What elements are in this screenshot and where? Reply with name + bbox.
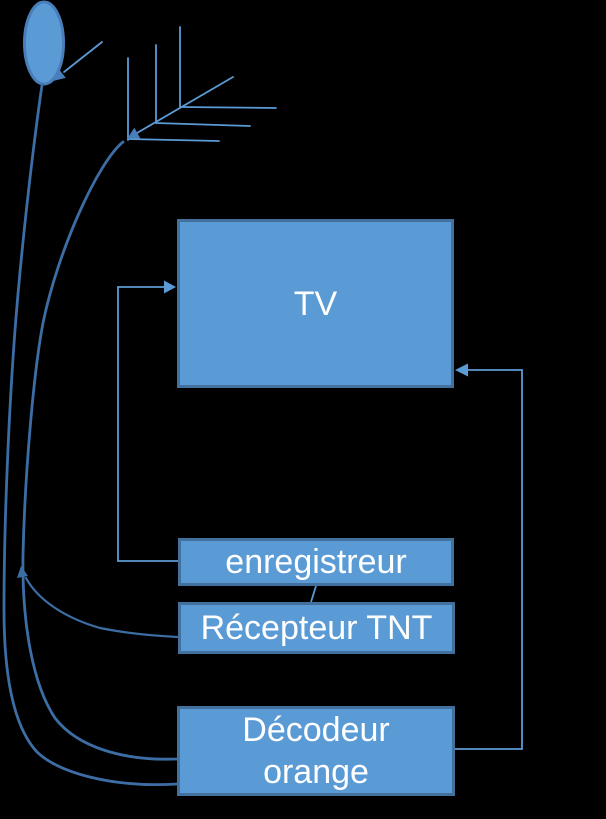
enregistreur-node: enregistreur: [178, 538, 454, 586]
antenna-cable-line: [21, 140, 179, 761]
decodeur-orange-node: Décodeur orange: [177, 706, 455, 796]
tv-node: TV: [177, 219, 454, 388]
decodeur-orange-node-label-line2: orange: [263, 753, 369, 791]
antenna-signal-arrowhead: [127, 127, 141, 139]
satellite-signal-arrow: [53, 41, 103, 81]
recepteur-tnt-node-label: Récepteur TNT: [200, 609, 433, 647]
tv-antenna-icon: [127, 26, 277, 142]
decodeur-tv-connector: [454, 363, 523, 750]
dish-cable-line: [2, 83, 179, 786]
satellite-dish-icon: [23, 0, 65, 86]
tv-node-label: TV: [293, 284, 338, 323]
enregistreur-node-label: enregistreur: [225, 543, 407, 581]
recepteur-tnt-node: Récepteur TNT: [178, 602, 455, 654]
decodeur-orange-node-label-line1: Décodeur: [242, 711, 390, 749]
tnt-feeder-line: [17, 566, 180, 639]
enregistreur-tv-connector: [117, 280, 178, 562]
enregistreur-recepteur-connector: [310, 585, 317, 603]
